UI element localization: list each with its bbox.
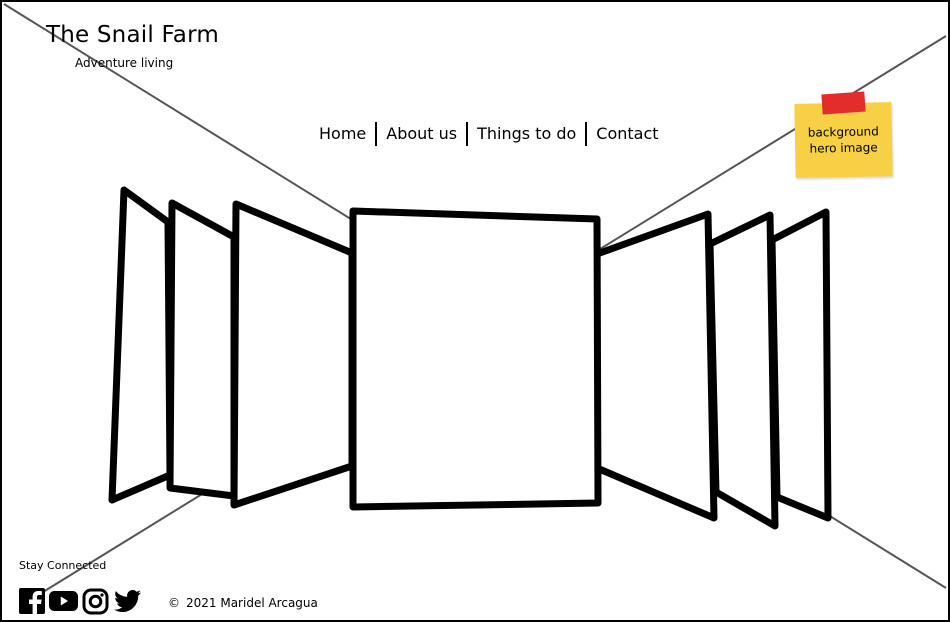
stay-connected-label: Stay Connected <box>19 559 107 572</box>
carousel-slide-left-2 <box>166 199 238 500</box>
nav-link-about[interactable]: About us <box>386 124 458 143</box>
nav-divider <box>375 122 378 146</box>
carousel-slide-right-3 <box>768 208 832 522</box>
nav-link-contact[interactable]: Contact <box>596 124 659 143</box>
site-tagline: Adventure living <box>75 56 174 70</box>
nav-divider <box>466 122 469 146</box>
sticky-note-line-2: hero image <box>809 140 878 156</box>
site-title[interactable]: The Snail Farm <box>46 22 219 48</box>
nav-divider <box>585 122 588 146</box>
carousel-slide-left-1 <box>230 200 356 509</box>
sticky-note: background hero image <box>794 102 893 178</box>
copyright: © 2021 Maridel Arcagua <box>168 596 318 610</box>
sticky-note-line-1: background <box>807 124 879 140</box>
twitter-icon[interactable] <box>113 587 142 615</box>
carousel-slide-right-2 <box>706 211 779 530</box>
carousel-slide-left-3 <box>108 186 174 504</box>
youtube-icon[interactable] <box>49 587 78 615</box>
copyright-symbol: © <box>168 596 180 610</box>
nav-link-things-to-do[interactable]: Things to do <box>477 124 577 143</box>
sticky-note-tape <box>821 91 866 115</box>
social-links <box>17 587 142 615</box>
carousel-slide-right-1 <box>593 210 718 522</box>
nav-link-home[interactable]: Home <box>319 124 367 143</box>
main-navigation: Home About us Things to do Contact <box>310 122 668 146</box>
facebook-icon[interactable] <box>17 587 46 615</box>
carousel-slide-center <box>349 207 602 511</box>
instagram-icon[interactable] <box>81 587 110 615</box>
copyright-text: 2021 Maridel Arcagua <box>186 596 318 610</box>
